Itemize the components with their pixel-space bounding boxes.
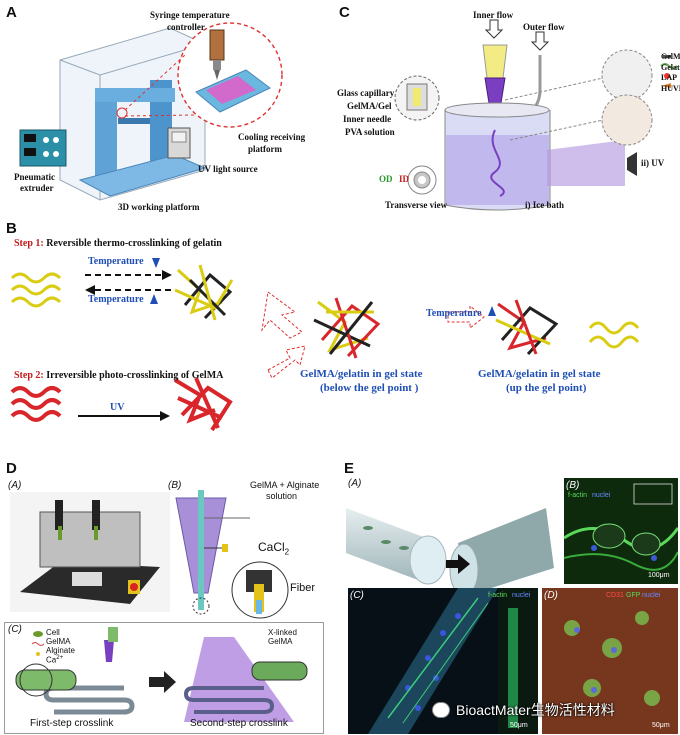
watermark-text: BioactMater生物活性材料 (456, 702, 615, 718)
gel-state-below-1: GelMA/gelatin in gel state (300, 368, 423, 380)
syringe-controller-label-2: controller (167, 22, 205, 32)
panel-e-sub-b: (B) (566, 480, 580, 491)
fiber-label: Fiber (290, 582, 316, 594)
gelation-diagram (10, 258, 640, 432)
coaxial-nozzle (175, 490, 289, 619)
extruder-label-1: Pneumatic (14, 172, 55, 182)
legend-cell: Cell (46, 628, 60, 637)
inner-flow-label: Inner flow (473, 10, 514, 20)
legend-huvecs: HUVECs (661, 84, 680, 93)
panel-e: E (A) (B) f-actin nuclei (340, 460, 680, 735)
panel-d-sub-c: (C) (8, 624, 22, 635)
working-platform-label: 3D working platform (118, 202, 200, 212)
panel-d-sub-b: (B) (168, 480, 182, 491)
legend-ca-sup: 2+ (56, 655, 64, 661)
cooling-platform-label-1: Cooling receiving (238, 132, 306, 142)
gel-state-up-2: (up the gel point) (506, 382, 587, 394)
xlinked-label-2: GelMA (268, 637, 293, 646)
temperature-up-label: Temperature (88, 294, 144, 305)
transverse-view-label: Transverse view (385, 200, 448, 210)
b-scale-label: 100μm (648, 572, 670, 579)
step1-prefix: Step 1: (14, 238, 44, 249)
outer-flow-label: Outer flow (523, 22, 565, 32)
cell-fiber-schematic (346, 508, 554, 597)
d-cd31-label: CD31 (606, 592, 624, 599)
microfluidic-illustration (394, 19, 678, 211)
first-step-label: First-step crosslink (30, 718, 114, 729)
xlinked-label-1: X-linked (268, 628, 297, 637)
d-gfp-label: GFP (626, 592, 641, 599)
step2-title: Step 2: Irreversible photo-crosslinking … (14, 370, 223, 381)
micrograph-b: (B) f-actin nuclei 100μm (564, 478, 678, 584)
d-scale-label: 50μm (652, 722, 670, 729)
legend-gelma: GelMA (46, 637, 71, 646)
id-label: ID (399, 174, 410, 184)
c-scale-label: 50μm (510, 722, 528, 729)
gelma-gel-label: GelMA/Gel (347, 101, 392, 111)
legend-gelatin: Gelatin (661, 63, 680, 72)
panel-e-sub-a: (A) (348, 478, 362, 489)
legend-alginate: Alginate (46, 646, 75, 655)
step2-text: Irreversible photo-crosslinking of GelMA (46, 370, 224, 381)
bioprinter-photo (10, 492, 170, 612)
ice-bath-label: i) Ice bath (525, 200, 564, 210)
uv-arrow-label: UV (110, 402, 125, 413)
d-nuclei-label: nuclei (642, 592, 661, 599)
pva-solution-label: PVA solution (345, 127, 395, 137)
panel-c: C Inner fl (335, 0, 680, 215)
extruder-label-2: extruder (20, 183, 54, 193)
watermark: BioactMater生物活性材料 (432, 700, 615, 720)
gel-state-up-1: GelMA/gelatin in gel state (478, 368, 601, 380)
panel-a: A Syringe temperatur (0, 0, 330, 215)
uv-label: ii) UV (641, 158, 665, 168)
panel-b-label: B (6, 220, 17, 237)
legend-ca-text: Ca (46, 655, 57, 665)
panel-d-sub-c-box (4, 622, 324, 734)
panel-e-sub-d: (D) (544, 590, 558, 601)
b-nuclei-label: nuclei (592, 492, 611, 499)
gel-state-below-2: (below the gel point ) (320, 382, 419, 394)
wechat-icon (432, 702, 450, 718)
second-step-label: Second-step crosslink (190, 718, 288, 729)
panel-d-sub-a: (A) (8, 480, 22, 491)
glass-capillary-label: Glass capillary (337, 88, 395, 98)
two-step-crosslink-diagram (15, 627, 308, 722)
gelma-alginate-label-1: GelMA + Alginate (250, 480, 320, 490)
panel-b: B Step 1: Reversible thermo-crosslinking… (0, 220, 680, 445)
legend-gelma: GelMA (661, 52, 680, 61)
uv-source-label: UV light source (198, 164, 258, 174)
gelma-alginate-label-2: solution (266, 491, 298, 501)
panel-d-label: D (6, 460, 17, 477)
panel-e-label: E (344, 460, 355, 477)
c-factin-label: f-actin (488, 592, 508, 599)
panel-d: D (A) (B) GelMA + Alginate solution CaCl… (0, 460, 330, 735)
bioprinter-illustration (19, 22, 283, 201)
temperature-down-label: Temperature (88, 256, 144, 267)
inner-needle-label: Inner needle (343, 114, 392, 124)
panel-a-label: A (6, 4, 17, 21)
c-nuclei-label: nuclei (512, 592, 531, 599)
legend-lap: LAP (661, 73, 677, 82)
step1-title: Step 1: Reversible thermo-crosslinking o… (14, 238, 222, 249)
step1-text: Reversible thermo-crosslinking of gelati… (46, 238, 222, 249)
micrograph-d: (D) CD31 GFP nuclei 50μm (542, 588, 678, 734)
step2-prefix: Step 2: (14, 370, 44, 381)
od-label: OD (379, 174, 393, 184)
temperature-up-label-2: Temperature (426, 308, 482, 319)
panel-c-label: C (339, 4, 350, 21)
cooling-platform-label-2: platform (248, 144, 282, 154)
cacl2-label: CaCl2 (258, 540, 289, 556)
panel-e-sub-c: (C) (350, 590, 364, 601)
b-factin-label: f-actin (568, 492, 588, 499)
legend-ca: Ca2+ (46, 655, 63, 665)
syringe-controller-label-1: Syringe temperature (150, 10, 230, 20)
cacl2-subscript: 2 (284, 547, 290, 557)
cacl2-text: CaCl (258, 540, 285, 554)
